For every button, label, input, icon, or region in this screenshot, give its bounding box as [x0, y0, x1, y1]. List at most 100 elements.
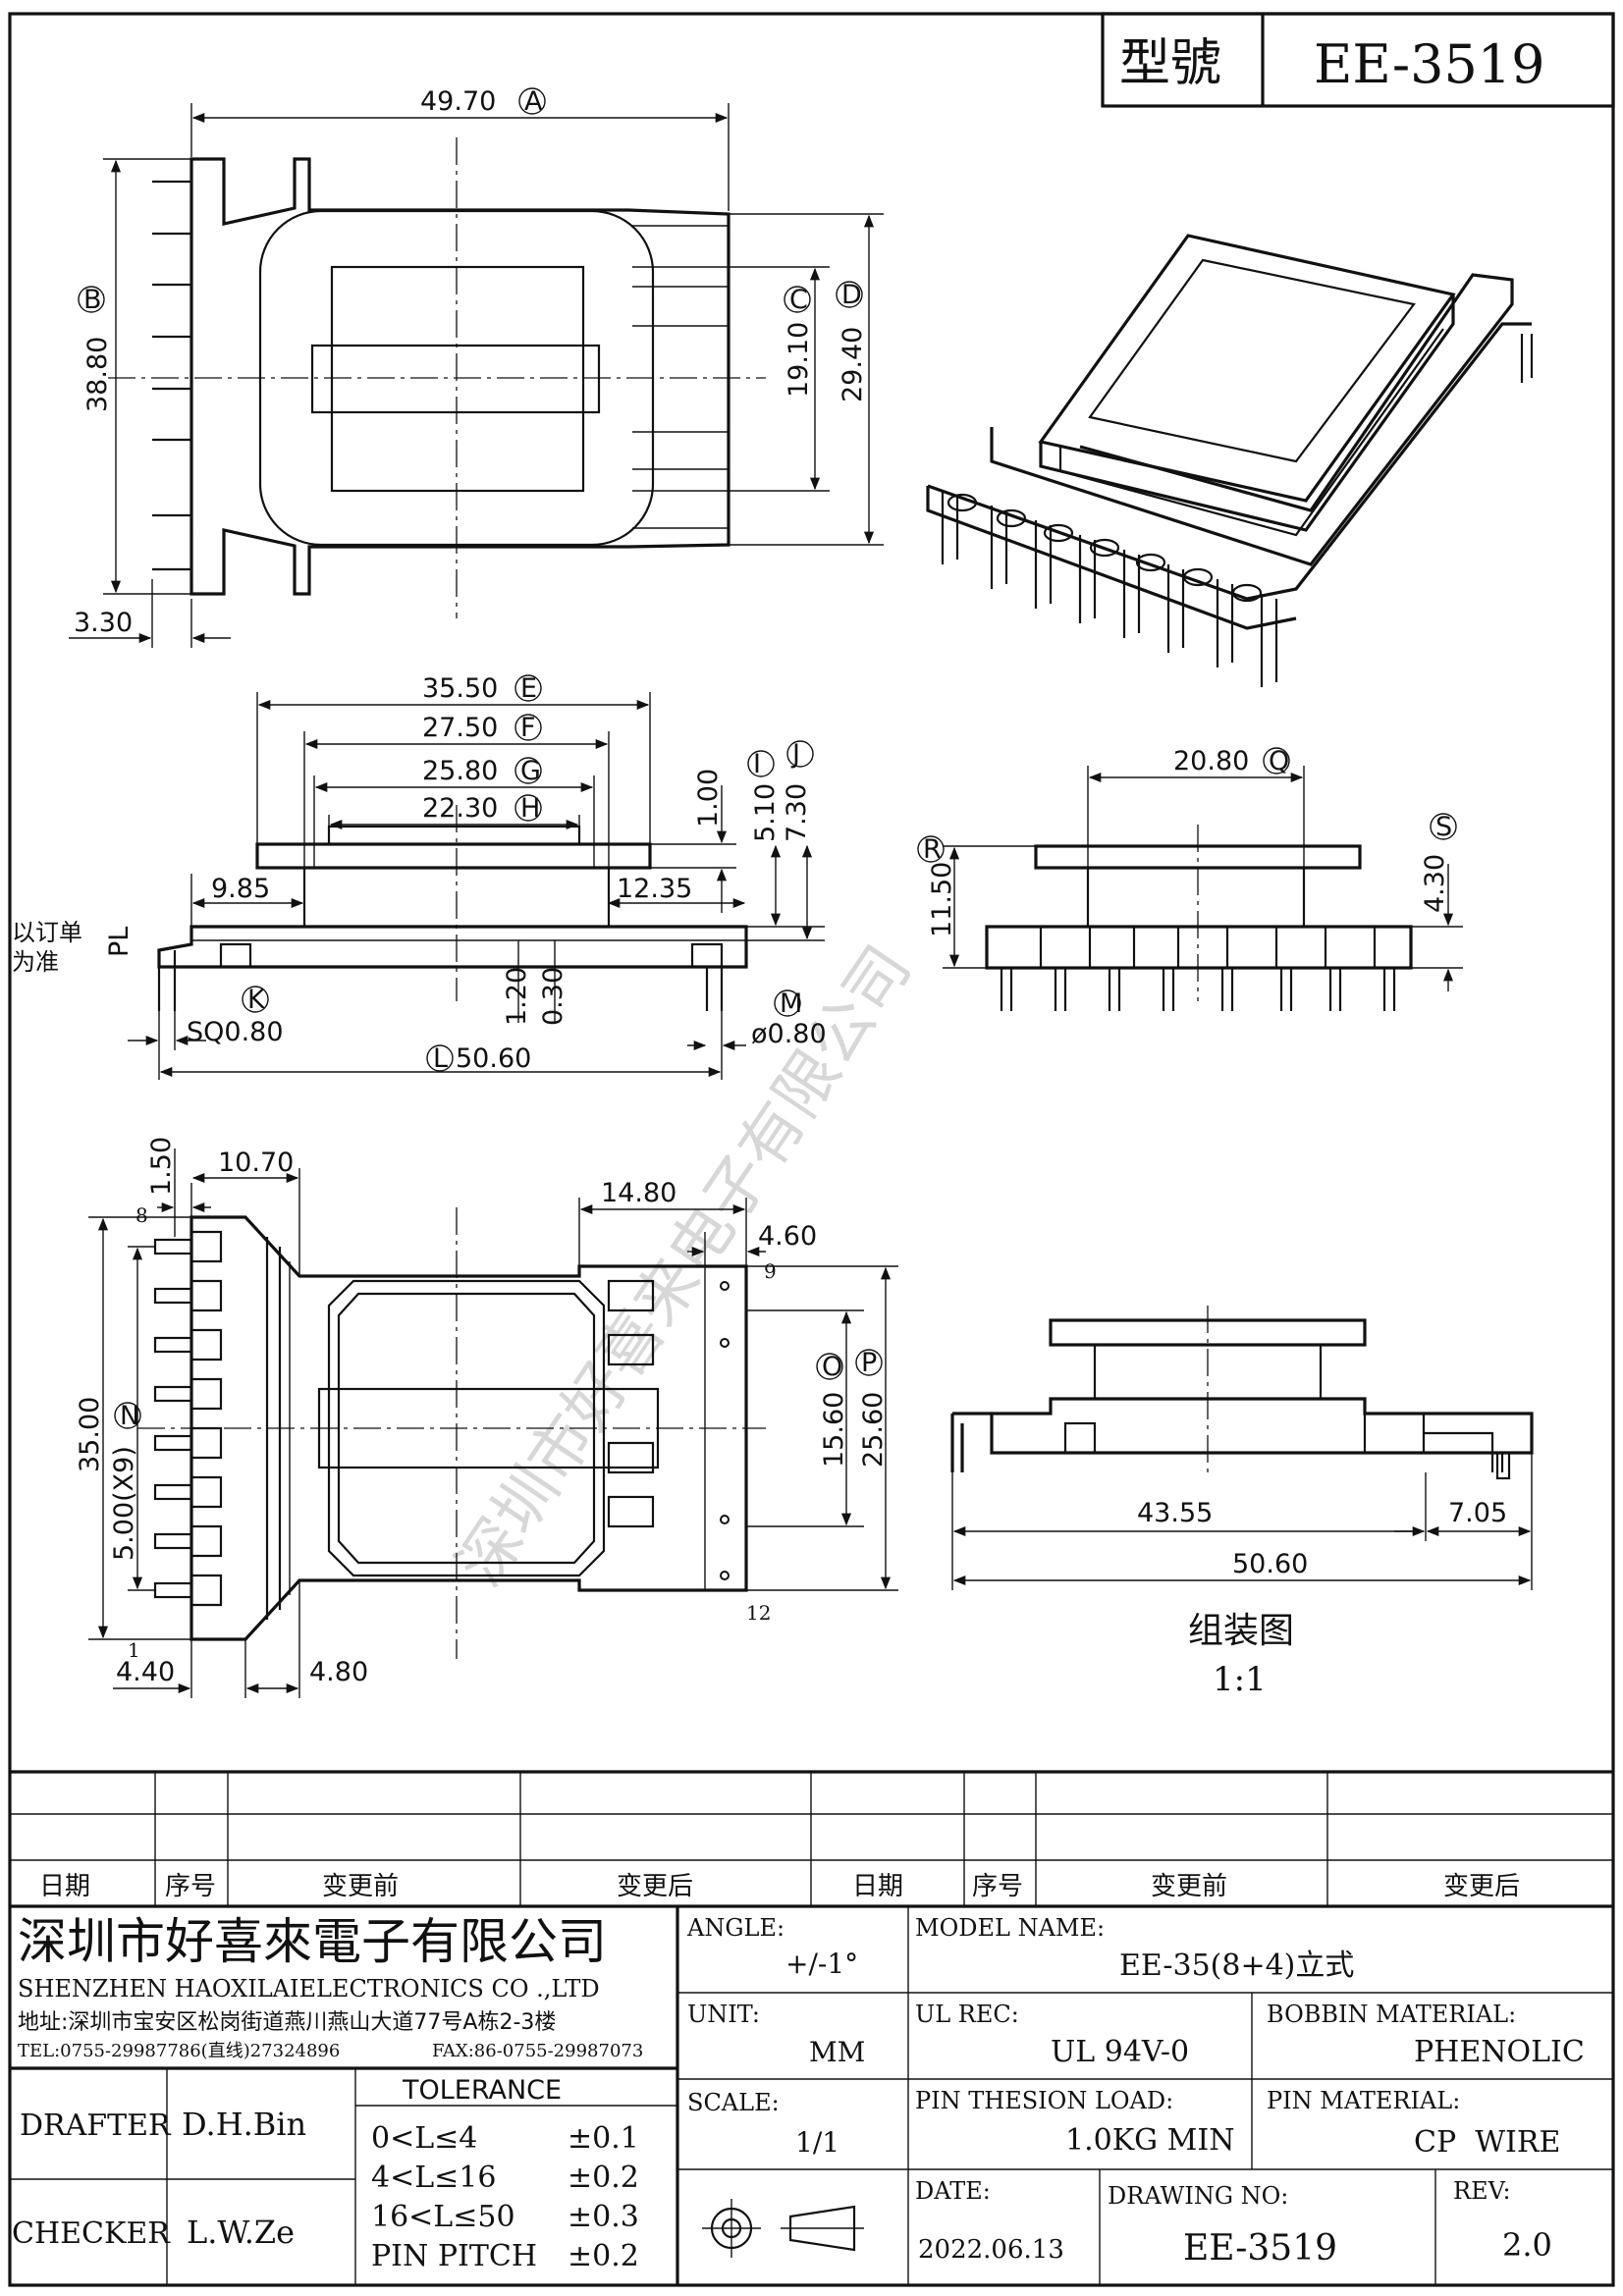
unit-value: MM — [809, 2036, 865, 2068]
mark-r: R — [923, 834, 942, 865]
dim-total: 50.60 — [456, 1043, 531, 1074]
drawing-no-label: DRAWING NO: — [1108, 2182, 1288, 2210]
tol-value-4: ±0.2 — [568, 2239, 639, 2273]
rev-header-date-2: 日期 — [852, 1872, 903, 1901]
drafter-label: DRAFTER — [20, 2109, 172, 2143]
mark-d: D — [841, 280, 862, 310]
dim-sq: SQ0.80 — [187, 1017, 284, 1047]
company-name-en: SHENZHEN HAOXILAIELECTRONICS CO .,LTD — [18, 1975, 600, 2002]
dim-b: 38.80 — [82, 337, 113, 412]
dim-q: 20.80 — [1173, 746, 1249, 776]
side-view: 20.80 Q 11.50 R 4.30 S — [917, 746, 1463, 1011]
bobbin-label: BOBBIN MATERIAL: — [1267, 2001, 1516, 2028]
angle-value: +/-1° — [785, 1948, 858, 1980]
mark-e: E — [520, 673, 537, 704]
dim-g: 25.80 — [422, 756, 498, 786]
rev-header-seq-2: 序号 — [972, 1872, 1023, 1901]
rev-value: 2.0 — [1502, 2226, 1552, 2264]
company-tel: TEL:0755-29987786(直线)27324896 — [18, 2041, 340, 2061]
assembly-view: 43.55 7.05 50.60 组装图 1:1 — [950, 1306, 1534, 1699]
tol-range-1: 0<L≤4 — [371, 2121, 477, 2156]
dim-r: 11.50 — [927, 862, 957, 937]
dim-right: 12.35 — [617, 874, 692, 904]
company-fax: FAX:86-0755-29987073 — [432, 2041, 643, 2061]
rev-header-before-2: 变更前 — [1151, 1872, 1227, 1901]
model-label: 型號 — [1119, 34, 1221, 93]
dim-1480: 14.80 — [601, 1178, 676, 1208]
mark-m: M — [780, 988, 802, 1019]
tol-range-4: PIN PITCH — [371, 2239, 537, 2273]
mark-k: K — [247, 985, 266, 1015]
title-block: 深圳市好喜來電子有限公司 SHENZHEN HAOXILAIELECTRONIC… — [10, 1906, 1613, 2285]
dim-480: 4.80 — [309, 1657, 368, 1687]
ul-label: UL REC: — [915, 2001, 1019, 2028]
front-view: 35.50 E 27.50 F 25.80 G 22.30 H 1.00 5.1… — [12, 673, 827, 1080]
dim-o: 15.60 — [819, 1392, 849, 1468]
dim-i: 1.00 — [693, 769, 724, 828]
rev-header-before-1: 变更前 — [322, 1872, 399, 1901]
dim-1070: 10.70 — [218, 1148, 294, 1178]
mark-n: N — [120, 1401, 139, 1431]
dim-d: 29.40 — [838, 327, 868, 402]
pin-load-value: 1.0KG MIN — [1065, 2123, 1234, 2158]
projection-symbol-icon — [702, 2199, 864, 2258]
mark-s: S — [1435, 812, 1452, 842]
model-name-value: EE-35(8+4)立式 — [1119, 1949, 1354, 1983]
rev-header-after-2: 变更后 — [1443, 1872, 1520, 1901]
dim-e: 35.50 — [422, 673, 498, 704]
date-label: DATE: — [915, 2177, 991, 2205]
tolerance-title: TOLERANCE — [402, 2075, 562, 2106]
dim-n: 5.00(X9) — [109, 1446, 139, 1561]
unit-label: UNIT: — [687, 2001, 760, 2028]
dim-4355: 43.55 — [1137, 1498, 1213, 1528]
bottom-view: 1.50 10.70 14.80 4.60 35.00 5.00(X9) N 1… — [75, 1137, 898, 1698]
angle-label: ANGLE: — [686, 1914, 784, 1942]
scale-label: SCALE: — [687, 2089, 780, 2116]
note-line2: 为准 — [12, 948, 59, 976]
mark-q: Q — [1269, 746, 1289, 776]
mark-o: O — [822, 1352, 842, 1382]
mark-l: L — [433, 1043, 448, 1074]
mark-j: J — [790, 739, 800, 770]
mark-i: I — [753, 749, 761, 779]
drawing-no-value: EE-3519 — [1183, 2228, 1337, 2269]
tol-range-3: 16<L≤50 — [371, 2200, 515, 2234]
company-name-cn: 深圳市好喜來電子有限公司 — [18, 1913, 607, 1970]
rev-header-after-1: 变更后 — [617, 1872, 693, 1901]
model-name-label: MODEL NAME: — [915, 1914, 1105, 1942]
company-address: 地址:深圳市宝安区松岗街道燕川燕山大道77号A栋2-3楼 — [18, 2010, 556, 2035]
note-line1: 以订单 — [12, 919, 82, 946]
mark-f: F — [520, 713, 536, 743]
dim-f: 27.50 — [422, 713, 498, 743]
tol-value-3: ±0.3 — [568, 2200, 639, 2234]
revision-table: 日期 序号 变更前 变更后 日期 序号 变更前 变更后 — [10, 1770, 1613, 1908]
checker-name: L.W.Ze — [187, 2214, 295, 2251]
pin-8-label: 8 — [135, 1203, 148, 1227]
pin-1-label: 1 — [128, 1638, 140, 1662]
mark-c: C — [789, 285, 808, 315]
dim-pin-d: ø0.80 — [751, 1019, 827, 1049]
tol-value-1: ±0.1 — [568, 2121, 639, 2156]
isometric-view — [926, 234, 1534, 687]
mark-b: B — [83, 285, 102, 315]
dim-p: 25.60 — [858, 1392, 889, 1468]
dim-offset: 3.30 — [74, 608, 133, 638]
dim-3500: 35.00 — [75, 1397, 105, 1472]
pin-load-label: PIN THESION LOAD: — [915, 2087, 1173, 2114]
pin-9-label: 9 — [764, 1259, 777, 1283]
dim-j: 5.10 — [750, 783, 781, 842]
assembly-caption: 组装图 — [1188, 1611, 1294, 1651]
model-value: EE-3519 — [1314, 33, 1545, 95]
model-title-box: 型號 EE-3519 — [1101, 12, 1615, 108]
rev-header-date-1: 日期 — [39, 1872, 90, 1901]
assembly-scale: 1:1 — [1213, 1660, 1267, 1699]
bobbin-value: PHENOLIC — [1414, 2035, 1585, 2069]
dim-150: 1.50 — [146, 1137, 177, 1196]
mark-a: A — [524, 86, 543, 117]
ul-value: UL 94V-0 — [1051, 2035, 1189, 2069]
mark-p: P — [861, 1348, 877, 1378]
tol-range-2: 4<L≤16 — [371, 2161, 496, 2195]
tol-value-2: ±0.2 — [568, 2161, 639, 2195]
dim-5060: 50.60 — [1232, 1549, 1308, 1579]
